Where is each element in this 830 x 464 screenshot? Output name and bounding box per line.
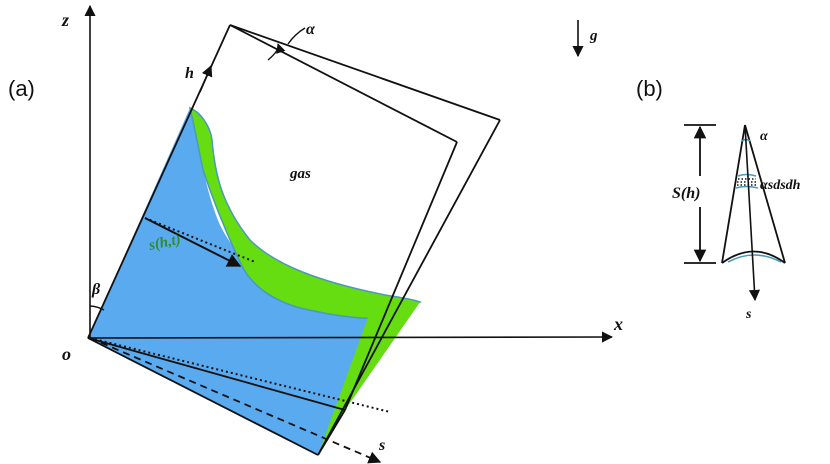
liquid-film — [188, 106, 422, 320]
inset-s-axis — [744, 124, 761, 302]
gas-label: gas — [289, 166, 311, 182]
inset-cone — [721, 124, 786, 264]
film-arrow — [144, 217, 242, 267]
bottom-dotted-line — [89, 337, 391, 413]
film-thickness-label: s(h,t) — [147, 232, 183, 255]
beta-arc — [89, 305, 105, 311]
wedge-outline — [87, 24, 501, 456]
inset-s-label: s — [745, 307, 752, 322]
inset-alpha-label: α — [760, 129, 768, 144]
panel-b-label: (b) — [636, 76, 663, 101]
x-axis — [89, 331, 614, 343]
inset-height-label: S(h) — [672, 185, 700, 202]
gravity-label: g — [589, 28, 598, 44]
z-axis-label: z — [61, 10, 69, 30]
inset-height-dimension — [684, 124, 716, 264]
s-axis-label: s — [378, 437, 385, 454]
s-axis — [89, 337, 382, 464]
alpha-arc — [267, 43, 286, 61]
panel-a-label: (a) — [8, 76, 35, 101]
inset-element-label: αsdsdh — [760, 178, 801, 193]
h-axis-label: h — [185, 65, 194, 82]
h-axis-arrow — [199, 64, 213, 93]
beta-label: β — [91, 281, 101, 298]
inset-element-strip — [735, 173, 759, 189]
x-axis-label: x — [613, 314, 623, 334]
front-film — [318, 302, 420, 455]
origin-label: o — [62, 344, 71, 364]
alpha-arc-2 — [287, 27, 306, 45]
inset-bottom-arc — [727, 254, 782, 263]
alpha-label: α — [306, 21, 316, 38]
